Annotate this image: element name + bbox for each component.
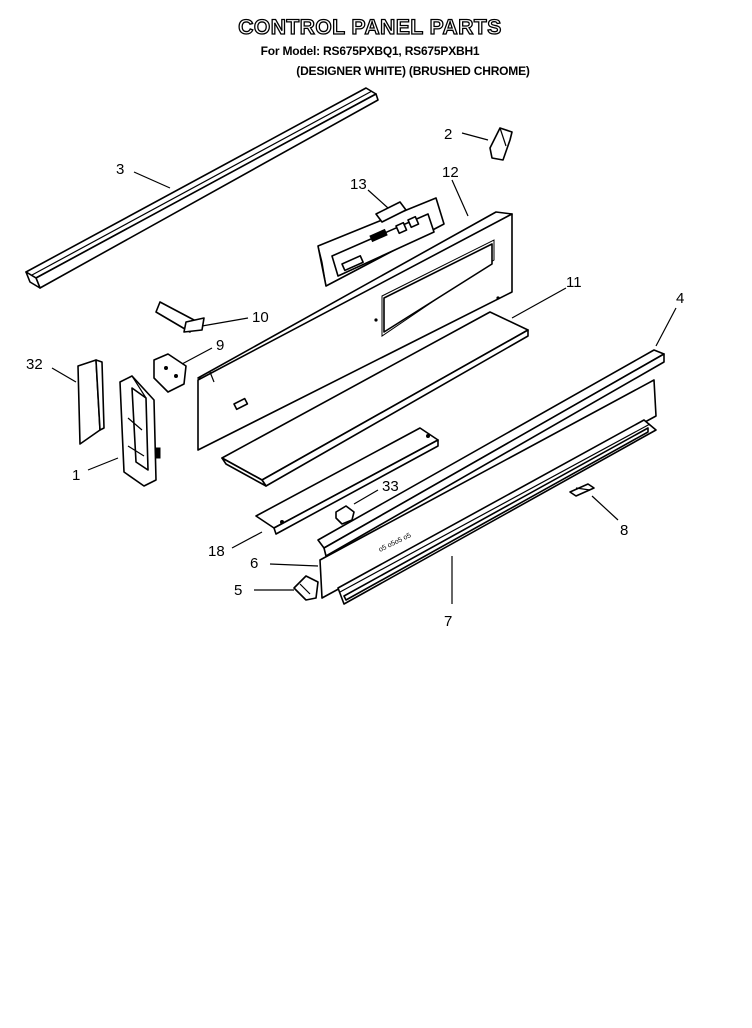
part-10-bracket: [155, 301, 205, 333]
callout-18: 18: [208, 543, 225, 560]
callout-13: 13: [350, 176, 367, 193]
part-11-display-window: [221, 311, 529, 487]
callout-1: 1: [72, 467, 80, 484]
callout-3: 3: [116, 161, 124, 178]
part-6-lower-panel: o5 o5o5 o5: [319, 379, 657, 599]
callout-2: 2: [444, 126, 452, 143]
part-5-end-cap: [293, 575, 319, 601]
model-line: For Model: RS675PXBQ1, RS675PXBH1: [260, 44, 480, 58]
callout-7: 7: [444, 613, 452, 630]
part-4-front-trim: [317, 349, 665, 557]
part-13-control-board: [317, 197, 445, 287]
part-9-switch-bracket: [153, 353, 187, 393]
callout-8: 8: [620, 522, 628, 539]
callout-4: 4: [676, 290, 684, 307]
callout-10: 10: [252, 309, 269, 326]
callout-32: 32: [26, 356, 43, 373]
part-3-top-trim: [25, 87, 379, 289]
part-7-bottom-channel: [337, 419, 657, 605]
leader-lines: [51, 132, 677, 604]
callout-9: 9: [216, 337, 224, 354]
callout-12: 12: [442, 164, 459, 181]
part-8-clip: [569, 483, 595, 497]
part-18-circuit-board: [255, 427, 439, 535]
callout-33: 33: [382, 478, 399, 495]
callout-11: 11: [566, 274, 582, 291]
callout-5: 5: [234, 582, 242, 599]
callout-6: 6: [250, 555, 258, 572]
part-32-side-bracket: [77, 359, 105, 445]
part-1-end-cap: [119, 375, 161, 487]
part-12-control-panel: [197, 211, 513, 451]
finish-line: (DESIGNER WHITE) (BRUSHED CHROME): [296, 64, 530, 78]
part-2-clip: [489, 127, 513, 161]
diagram-title: CONTROL PANEL PARTS: [238, 15, 502, 39]
